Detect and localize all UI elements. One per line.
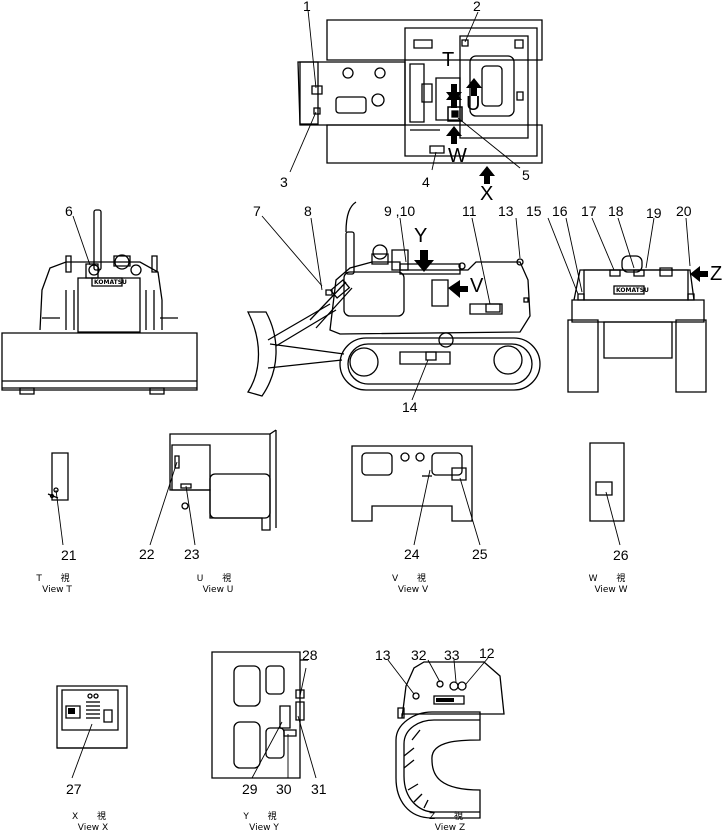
- part-number-13-side: 13: [498, 203, 514, 219]
- part-number-17: 17: [581, 203, 597, 219]
- view-u-drawing: [150, 430, 276, 545]
- caption-view-x-en: View X: [77, 823, 109, 833]
- caption-view-w-jp: W 視: [588, 574, 634, 584]
- part-number-8: 8: [304, 203, 312, 219]
- part-number-14: 14: [402, 399, 418, 415]
- view-letter-t: T: [442, 49, 455, 71]
- caption-view-t-jp: T 視: [36, 574, 78, 584]
- part-number-7: 7: [253, 203, 261, 219]
- part-number-19: 19: [646, 205, 662, 221]
- part-number-4: 4: [422, 174, 430, 190]
- part-number-25: 25: [472, 546, 488, 562]
- part-number-28: 28: [302, 647, 318, 663]
- part-number-12: 12: [479, 645, 495, 661]
- rear-brand-text: KOMATSU: [616, 287, 649, 294]
- caption-view-v-en: View V: [397, 585, 429, 595]
- part-number-32: 32: [411, 647, 427, 663]
- part-number-16: 16: [552, 203, 568, 219]
- caption-view-z: Z 視 View Z: [410, 812, 490, 834]
- part-number-3: 3: [280, 174, 288, 190]
- part-number-22: 22: [139, 546, 155, 562]
- view-letter-u: U: [466, 93, 481, 115]
- part-number-18: 18: [608, 203, 624, 219]
- caption-view-t: T 視 View T: [17, 574, 97, 596]
- view-t-drawing: [48, 453, 68, 545]
- view-letter-w: W: [448, 145, 467, 167]
- part-number-6: 6: [65, 203, 73, 219]
- caption-view-t-en: View T: [42, 585, 72, 595]
- caption-view-x: X 視 View X: [53, 812, 133, 834]
- front-view-leaders: [73, 216, 90, 265]
- caption-view-y: Y 視 View Y: [224, 812, 304, 834]
- part-number-23: 23: [184, 546, 200, 562]
- view-letter-y: Y: [414, 225, 428, 247]
- part-number-9-10: 9 ,10: [384, 203, 416, 219]
- front-view-drawing: KOMATSU: [2, 210, 197, 394]
- part-number-31: 31: [311, 781, 327, 797]
- caption-view-w: W 視 View W: [571, 574, 651, 596]
- part-number-29: 29: [242, 781, 258, 797]
- caption-view-x-jp: X 視: [71, 812, 115, 822]
- part-number-1: 1: [303, 0, 311, 14]
- view-y-drawing: [212, 652, 316, 778]
- part-number-33: 33: [444, 647, 460, 663]
- caption-view-u-jp: U 視: [196, 574, 240, 584]
- view-w-drawing: [590, 443, 624, 545]
- caption-view-z-jp: Z 視: [428, 812, 472, 822]
- part-number-30: 30: [276, 781, 292, 797]
- view-letter-v: V: [470, 275, 484, 297]
- rear-view-leaders: [548, 218, 690, 294]
- part-number-21: 21: [61, 547, 77, 563]
- view-letter-z: Z: [710, 263, 723, 285]
- part-number-24: 24: [404, 546, 420, 562]
- part-number-13-view-z: 13: [375, 647, 391, 663]
- caption-view-z-en: View Z: [434, 823, 466, 833]
- part-number-15: 15: [526, 203, 542, 219]
- view-letter-x: X: [480, 183, 494, 205]
- part-number-2: 2: [473, 0, 481, 14]
- caption-view-y-jp: Y 視: [243, 812, 285, 822]
- view-x-drawing: [57, 686, 127, 778]
- caption-view-y-en: View Y: [249, 823, 279, 833]
- part-number-20: 20: [676, 203, 692, 219]
- caption-view-v-jp: V 視: [391, 574, 435, 584]
- rear-view-drawing: KOMATSU: [568, 256, 708, 392]
- part-number-26: 26: [613, 547, 629, 563]
- part-number-5: 5: [522, 167, 530, 183]
- side-view-drawing: [248, 202, 540, 396]
- part-number-11: 11: [462, 203, 477, 219]
- caption-view-u-en: View U: [202, 585, 234, 595]
- caption-view-u: U 視 View U: [178, 574, 258, 596]
- view-z-drawing: [388, 658, 504, 818]
- top-view-leaders: [290, 10, 520, 172]
- side-view-leaders: [262, 216, 520, 400]
- caption-view-v: V 視 View V: [373, 574, 453, 596]
- view-v-drawing: [352, 446, 480, 545]
- top-view-drawing: [298, 20, 542, 184]
- part-number-27: 27: [66, 781, 82, 797]
- caption-view-w-en: View W: [594, 585, 628, 595]
- front-brand-text: KOMATSU: [94, 279, 127, 286]
